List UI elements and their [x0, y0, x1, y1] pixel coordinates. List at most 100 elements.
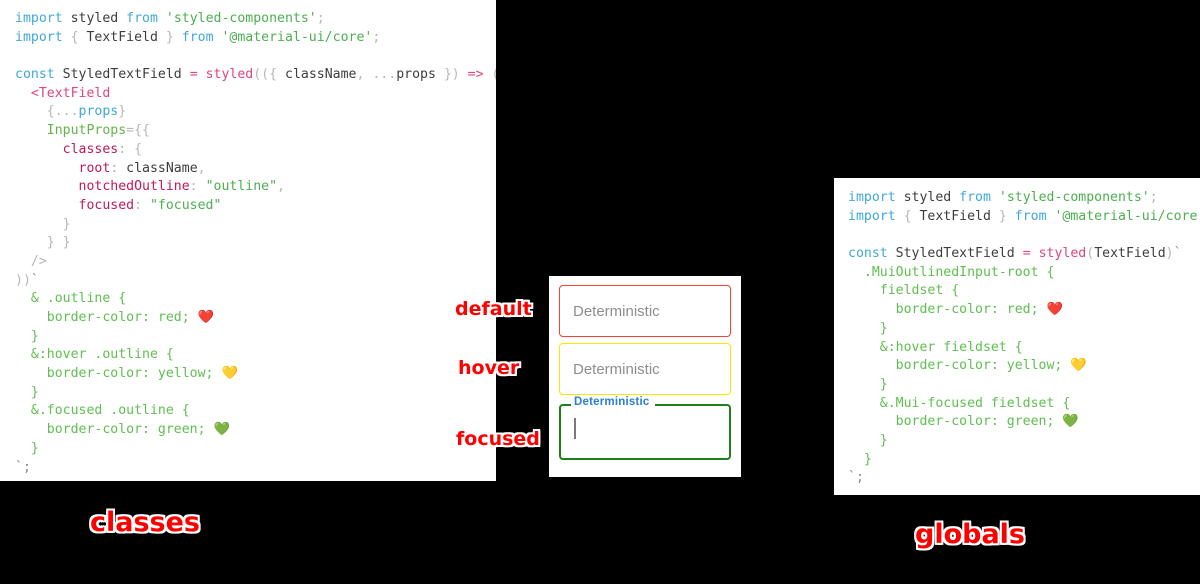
code-token: = — [1022, 246, 1031, 262]
code-line: } — [848, 320, 1200, 339]
code-token: ` — [1173, 246, 1182, 262]
code-token: styled — [205, 67, 254, 83]
code-token: border-color: yellow; — [848, 358, 1071, 374]
notched-outline — [559, 404, 731, 460]
code-token: .MuiOutlinedInput-root { — [848, 264, 1055, 280]
notch-right-segment — [655, 404, 731, 460]
code-token: from — [126, 11, 158, 26]
code-token: } — [15, 440, 39, 456]
code-line: import { TextField } from '@material-ui/… — [848, 208, 1200, 227]
code-token: `; — [15, 459, 31, 475]
code-line: border-color: yellow; 💛 — [848, 357, 1200, 376]
code-token: 'styled-components' — [990, 190, 1150, 205]
annotation-default: default — [455, 298, 532, 320]
code-token: )) — [15, 272, 31, 288]
heart-emoji: ❤️ — [197, 310, 215, 325]
code-token: &:hover fieldset { — [848, 339, 1023, 355]
code-line: &.focused .outline { — [15, 402, 496, 421]
code-line: border-color: green; 💚 — [848, 413, 1200, 432]
textfield-default[interactable]: Deterministic — [559, 285, 731, 337]
code-token: }) — [435, 67, 468, 83]
code-token: const — [848, 246, 888, 262]
code-token: styled — [1038, 246, 1087, 262]
code-line: `; — [848, 469, 1200, 488]
code-token: notchedOutline — [15, 179, 190, 195]
code-line: const StyledTextField = styled(TextField… — [848, 245, 1200, 264]
code-token: ) — [1165, 246, 1174, 262]
code-line: /> — [15, 253, 496, 272]
code-token: import — [848, 208, 896, 224]
code-panel-globals: import styled from 'styled-components';i… — [834, 178, 1200, 495]
code-line: } — [848, 451, 1200, 470]
code-token: from — [959, 190, 991, 205]
code-line: notchedOutline: "outline", — [15, 178, 496, 197]
code-token: ={{ — [126, 123, 150, 139]
code-line: } } — [15, 234, 496, 253]
notch-gap-segment — [571, 404, 655, 460]
code-line: border-color: yellow; 💛 — [15, 365, 496, 384]
code-line: } — [848, 432, 1200, 451]
code-token: TextField — [1094, 246, 1166, 262]
code-token: props — [396, 67, 436, 83]
code-line: &.Mui-focused fieldset { — [848, 395, 1200, 414]
code-line: import { TextField } from '@material-ui/… — [15, 29, 496, 48]
heart-emoji: 💚 — [213, 422, 230, 438]
code-line: .MuiOutlinedInput-root { — [848, 264, 1200, 283]
notch-left-segment — [559, 404, 571, 460]
code-line: {...props} — [15, 103, 496, 122]
code-token: import — [15, 11, 63, 26]
code-token: const — [15, 67, 55, 83]
annotation-hover: hover — [458, 357, 520, 379]
code-token: } } — [15, 235, 71, 251]
code-token: border-color: red; — [848, 302, 1047, 318]
code-line: InputProps={{ — [15, 122, 496, 141]
code-token: { — [62, 29, 87, 45]
code-line: import styled from 'styled-components'; — [848, 189, 1200, 208]
heart-emoji: ❤️ — [1046, 302, 1063, 318]
code-token: styled — [895, 190, 960, 205]
code-line: classes: { — [15, 141, 496, 160]
textfield-focused[interactable]: Deterministic — [559, 396, 731, 460]
heart-emoji: 💛 — [1070, 358, 1087, 374]
code-token: } — [990, 208, 1015, 224]
code-token: StyledTextField — [54, 67, 190, 83]
code-token: => — [467, 67, 484, 83]
code-token: border-color: green; — [15, 422, 214, 438]
code-token: import — [15, 29, 63, 45]
code-token: } — [15, 384, 39, 400]
code-line: border-color: red; ❤️ — [848, 301, 1200, 320]
code-token: {... — [15, 104, 79, 120]
textfield-hover-value: Deterministic — [573, 360, 660, 378]
code-token: styled — [62, 11, 127, 26]
code-line: } — [848, 376, 1200, 395]
code-token: } — [15, 216, 71, 232]
caption-globals: globals — [915, 519, 1026, 550]
code-line — [15, 47, 496, 66]
code-token: "outline" — [205, 179, 278, 195]
code-token: 'styled-components' — [157, 11, 317, 26]
code-token: InputProps — [15, 123, 127, 139]
code-token: className — [285, 67, 357, 83]
code-token: '@material-ui/core' — [1046, 208, 1200, 224]
textfield-hover[interactable]: Deterministic — [559, 343, 731, 395]
code-line: } — [15, 216, 496, 235]
code-token: & .outline { — [15, 291, 127, 307]
code-token: ; — [372, 29, 381, 45]
code-token: /> — [15, 253, 47, 269]
code-line: & .outline { — [15, 290, 496, 309]
code-token: } — [848, 376, 888, 392]
code-token: = — [189, 67, 198, 83]
code-token: } — [848, 451, 872, 467]
code-token: ( — [484, 67, 496, 82]
code-token: `; — [848, 470, 864, 486]
code-token: : — [110, 160, 127, 176]
code-block-classes: import styled from 'styled-components';i… — [15, 10, 496, 477]
code-token — [1031, 246, 1039, 261]
code-line: fieldset { — [848, 282, 1200, 301]
code-line: border-color: red; ❤️ — [15, 309, 496, 328]
code-token: &.Mui-focused fieldset { — [848, 395, 1071, 411]
code-line: import styled from 'styled-components'; — [15, 10, 496, 29]
code-token — [198, 67, 206, 82]
code-token: props — [78, 104, 119, 120]
code-line: } — [15, 384, 496, 403]
